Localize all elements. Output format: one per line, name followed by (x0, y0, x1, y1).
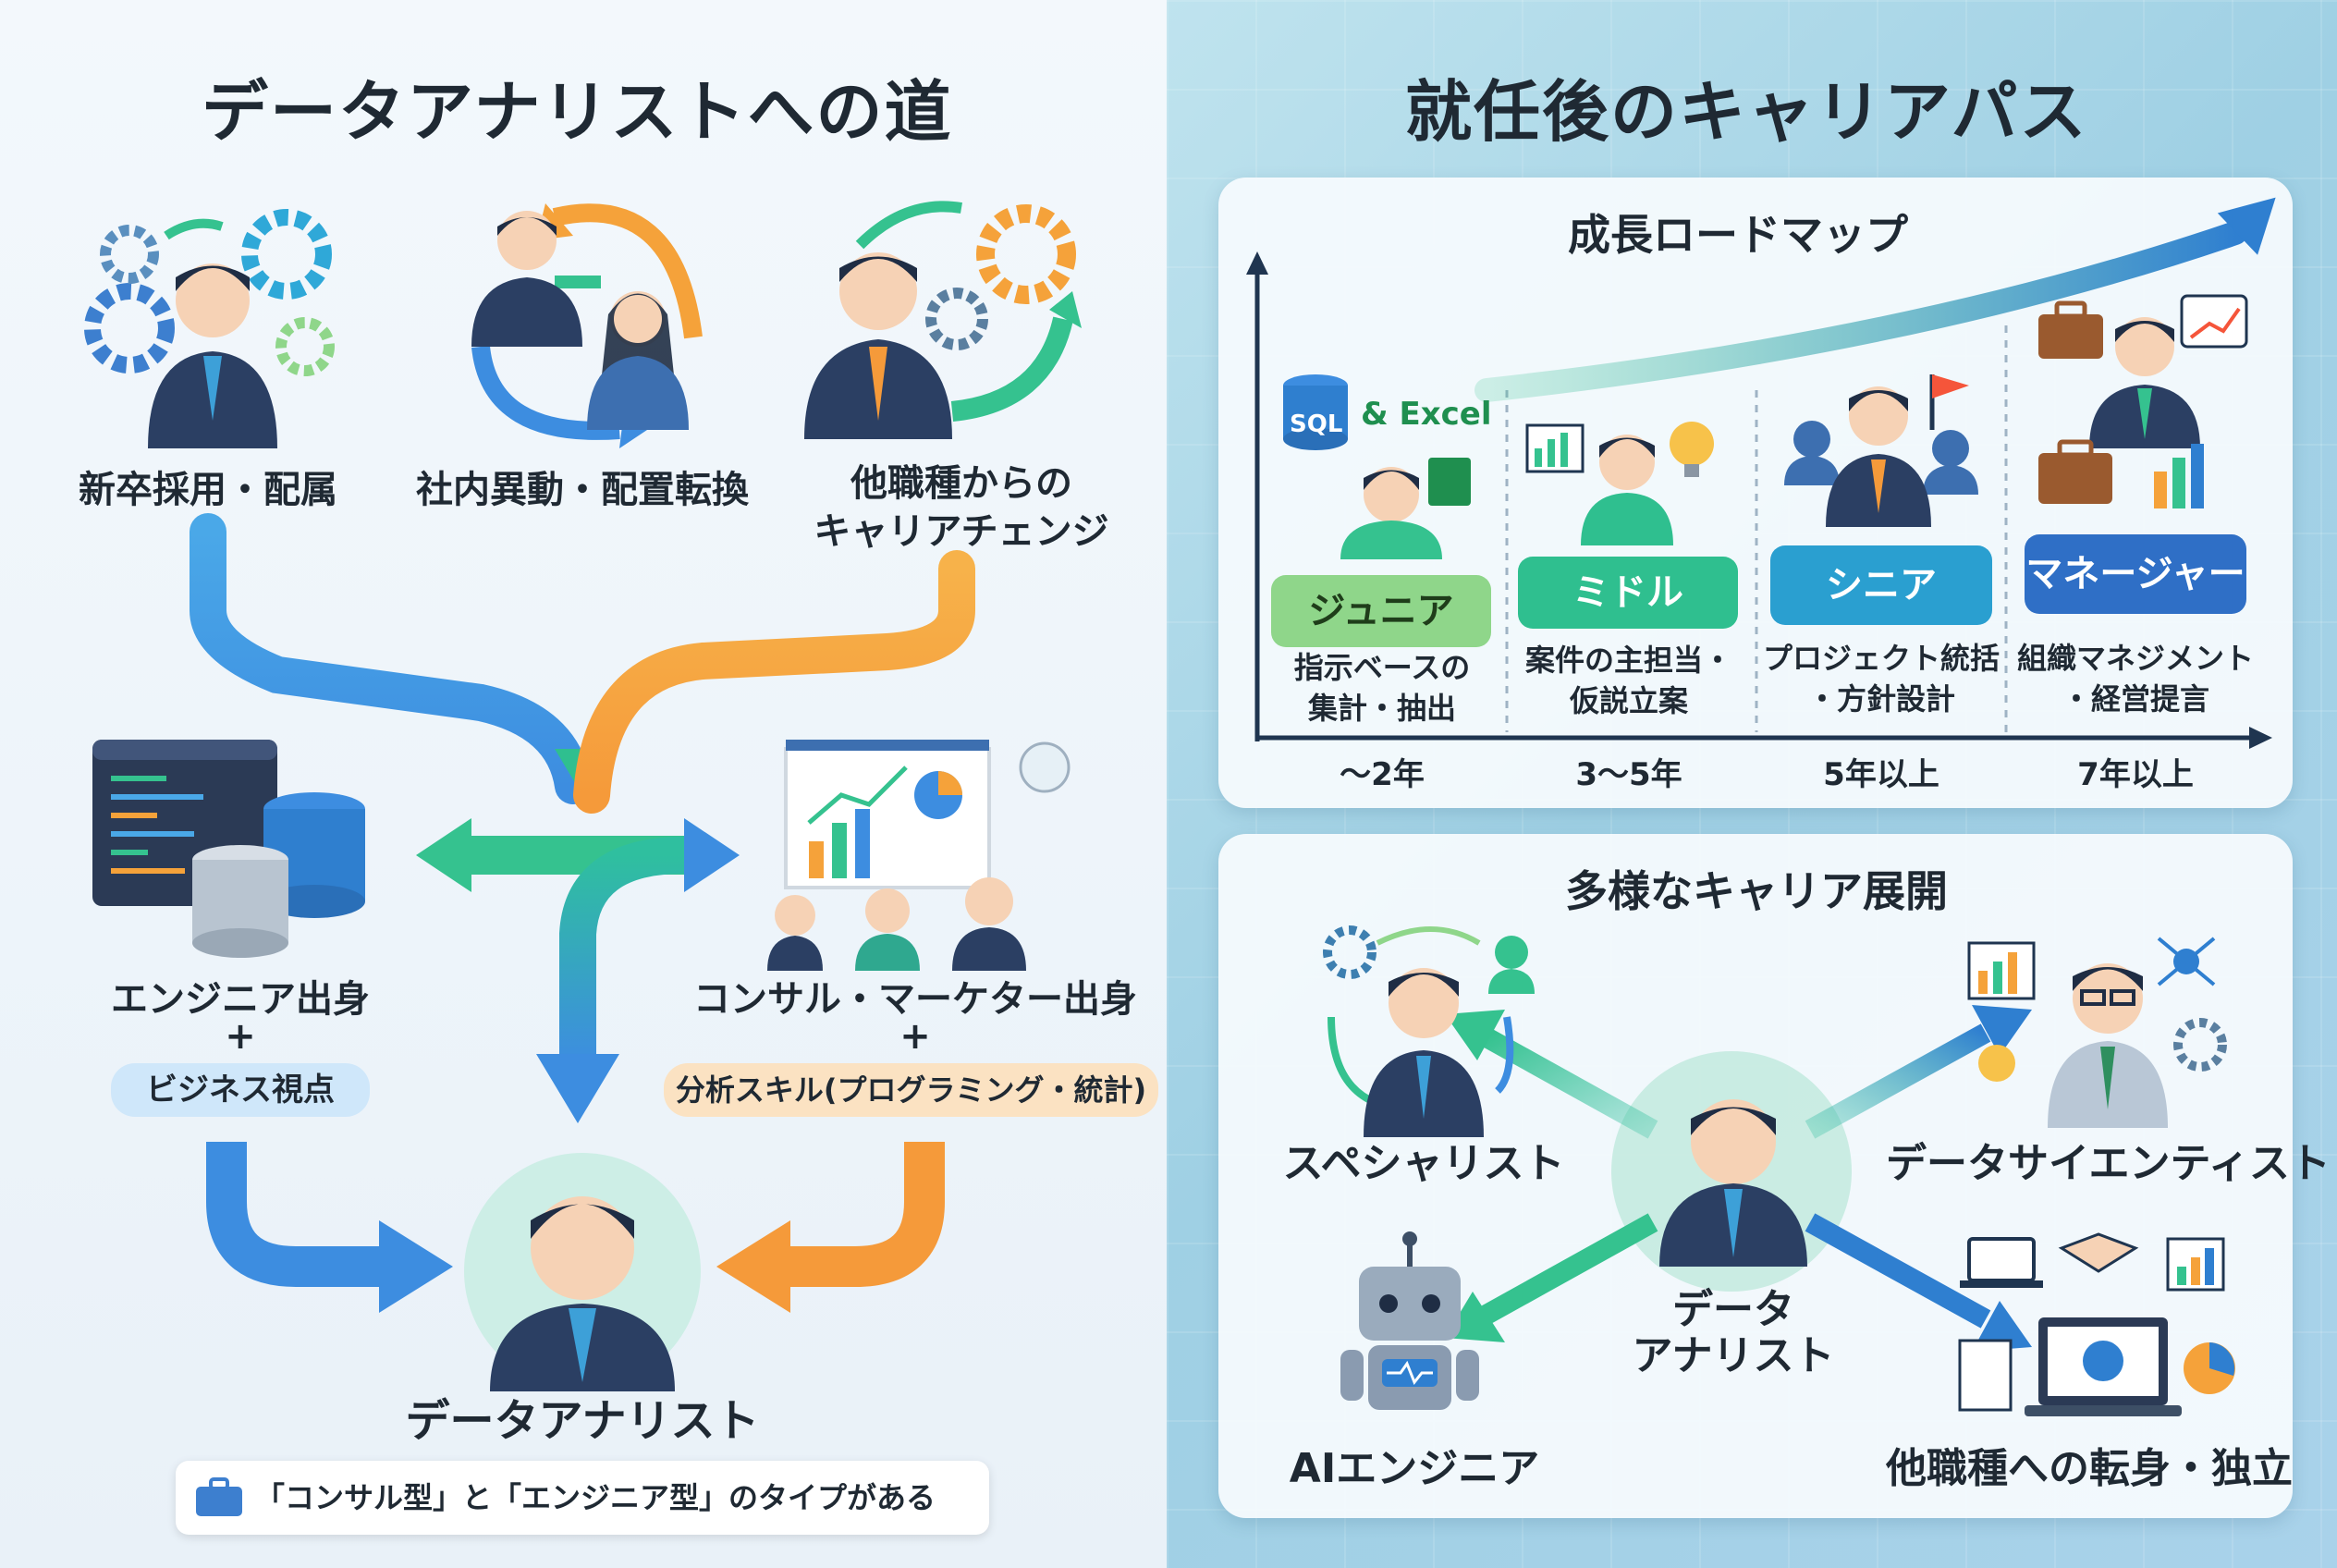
analysis-skill-pill: 分析スキル(プログラミング・統計) (664, 1063, 1158, 1117)
left-title: データアナリストへの道 (202, 73, 953, 151)
type-note: 「コンサル型」と「エンジニア型」のタイプがある (176, 1461, 989, 1535)
junior-icon (1283, 374, 1471, 559)
stage-junior-desc1: 指示ベースの (1293, 650, 1471, 685)
origin-engineer-plus: + (225, 1015, 256, 1058)
middle-icon (1525, 422, 1714, 545)
center-analyst-line1: データ (1672, 1286, 1794, 1333)
origin-consultant-label: コンサル・マーケター出身 (693, 978, 1137, 1021)
stage-manager-desc: 組織マネジメント・経営提言 (2015, 638, 2256, 719)
roadmap-axes (1246, 197, 2276, 749)
entry-career-change-line1: 他職種からの (850, 462, 1072, 505)
flow-arrows (190, 513, 975, 1313)
manager-icon (2038, 294, 2248, 508)
stage-senior-name: シニア (1826, 564, 1937, 606)
stage-junior-pill: ジュニア (1271, 575, 1491, 647)
excel-label: & Excel (1361, 396, 1492, 433)
right-title: 就任後のキャリアパス (1405, 73, 2088, 151)
stage-junior-desc2: 集計・抽出 (1307, 691, 1456, 726)
new-grad-icon (84, 209, 335, 448)
entry-transfer-label: 社内異動・配置転換 (416, 469, 749, 511)
stage-manager-desc2: ・経営提言 (2061, 681, 2209, 717)
stage-middle-name: ミドル (1572, 571, 1683, 614)
center-analyst-line2: アナリスト (1632, 1332, 1835, 1379)
diverse-title: 多様なキャリア展開 (1565, 866, 1948, 916)
data-scientist-icon (1967, 937, 2227, 1128)
sql-label: SQL (1290, 410, 1343, 438)
consultant-icon (767, 740, 1071, 971)
stage-senior-desc2: ・方針設計 (1806, 681, 1955, 717)
transfer-icon (471, 203, 703, 448)
stage-senior-years: 5年以上 (1823, 756, 1939, 793)
stage-manager-years: 7年以上 (2077, 756, 2194, 793)
independent-icon (1958, 1232, 2235, 1416)
stage-manager-name: マネージャー (2025, 553, 2245, 595)
stage-junior-name: ジュニア (1308, 590, 1454, 632)
career-change-icon (804, 201, 1082, 439)
stage-middle-desc2: 仮説立案 (1569, 683, 1688, 718)
path-ai-engineer-label: AIエンジニア (1289, 1445, 1540, 1492)
entry-new-grad-label: 新卒採用・配属 (79, 469, 337, 511)
stage-senior-pill: シニア (1770, 545, 1992, 625)
center-analyst-avatar (1659, 1099, 1807, 1267)
path-specialist-label: スペシャリスト (1282, 1140, 1565, 1187)
stage-middle-pill: ミドル (1518, 557, 1738, 629)
business-view-pill: ビジネス視点 (111, 1063, 370, 1117)
ai-engineer-icon (1340, 1231, 1479, 1410)
specialist-icon (1323, 925, 1535, 1137)
path-independent-label: 他職種への転身・独立 (1886, 1445, 2293, 1492)
goal-analyst-label: データアナリスト (405, 1395, 760, 1447)
stage-junior-desc: 指示ベースの集計・抽出 (1262, 647, 1502, 729)
stage-senior-desc: プロジェクト統括・方針設計 (1761, 638, 2001, 719)
entry-career-change-label: 他職種からの キャリアチェンジ (786, 459, 1137, 556)
origin-consultant-plus: + (899, 1015, 931, 1058)
stage-manager-pill: マネージャー (2025, 534, 2246, 614)
stage-middle-desc1: 案件の主担当・ (1524, 643, 1732, 678)
senior-icon (1784, 374, 1978, 527)
entry-career-change-line2: キャリアチェンジ (814, 510, 1109, 553)
stage-middle-desc: 案件の主担当・仮説立案 (1509, 640, 1749, 721)
analyst-avatar (464, 1153, 701, 1391)
briefcase-icon (196, 1477, 242, 1516)
path-data-scientist-label: データサイエンティスト (1886, 1140, 2331, 1187)
type-note-text: 「コンサル型」と「エンジニア型」のタイプがある (255, 1480, 936, 1515)
roadmap-title: 成長ロードマップ (1568, 210, 1908, 260)
stage-middle-years: 3〜5年 (1575, 756, 1682, 793)
stage-manager-desc1: 組織マネジメント (2016, 641, 2254, 676)
center-analyst-label: データ アナリスト (1613, 1287, 1854, 1379)
origin-engineer-label: エンジニア出身 (111, 978, 370, 1021)
stage-senior-desc1: プロジェクト統括 (1762, 641, 2000, 676)
stage-junior-years: 〜2年 (1340, 756, 1425, 793)
engineer-icon (92, 740, 365, 958)
